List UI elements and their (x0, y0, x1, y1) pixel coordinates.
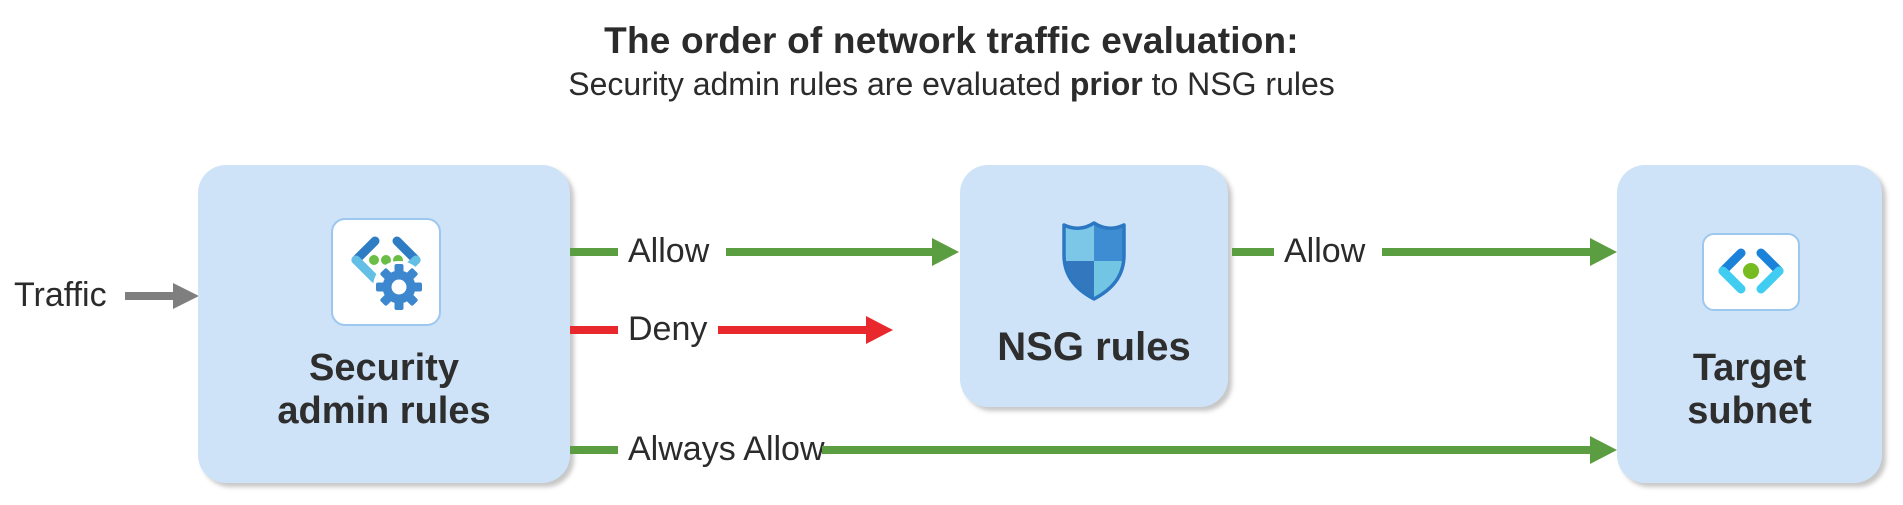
always-allow-label: Always Allow (628, 430, 825, 468)
node-security-admin-rules: Security admin rules (198, 165, 570, 483)
target-subnet-icon-tile (1702, 233, 1800, 311)
nsg-shield-icon-wrap (1061, 217, 1127, 308)
always-allow-arrow-stub (570, 446, 618, 454)
nsg-shield-icon (1062, 221, 1126, 301)
target-subnet-label-line1: Target (1692, 347, 1807, 389)
subtitle-pre: Security admin rules are evaluated (568, 66, 1070, 102)
target-subnet-label: Target subnet (1617, 347, 1882, 433)
always-allow-arrow-line (822, 446, 1590, 454)
traffic-arrow-line (125, 292, 173, 300)
always-allow-arrow-head-icon (1590, 436, 1617, 464)
security-admin-label: Security admin rules (198, 347, 570, 433)
security-admin-icon-tile (331, 218, 441, 326)
allow1-label: Allow (628, 232, 710, 270)
node-nsg-rules: NSG rules (960, 165, 1228, 407)
allow1-arrow-head-icon (932, 238, 959, 266)
traffic-label: Traffic (14, 276, 107, 314)
allow2-arrow-line (1382, 248, 1590, 256)
security-admin-label-line2: admin rules (277, 390, 491, 432)
allow1-arrow-stub (570, 248, 618, 256)
deny-arrow-stub (570, 326, 618, 334)
nsg-rules-label: NSG rules (997, 325, 1191, 369)
virtual-network-manager-icon (351, 236, 425, 312)
allow2-label: Allow (1284, 232, 1366, 270)
page-title: The order of network traffic evaluation: (604, 20, 1299, 61)
subtitle-emphasis: prior (1069, 66, 1143, 102)
page-subtitle: Security admin rules are evaluated prior… (0, 66, 1903, 103)
node-target-subnet: Target subnet (1617, 165, 1882, 483)
subtitle-post: to NSG rules (1142, 66, 1335, 102)
subnet-icon (1718, 248, 1784, 294)
allow2-arrow-head-icon (1590, 238, 1617, 266)
deny-label: Deny (628, 310, 708, 348)
deny-arrow-head-icon (866, 316, 893, 344)
target-subnet-label-line2: subnet (1687, 390, 1812, 432)
allow1-arrow-line (726, 248, 932, 256)
deny-arrow-line (718, 326, 866, 334)
security-admin-label-line1: Security (309, 347, 459, 389)
allow2-arrow-stub (1232, 248, 1274, 256)
traffic-arrow-head-icon (173, 283, 199, 309)
